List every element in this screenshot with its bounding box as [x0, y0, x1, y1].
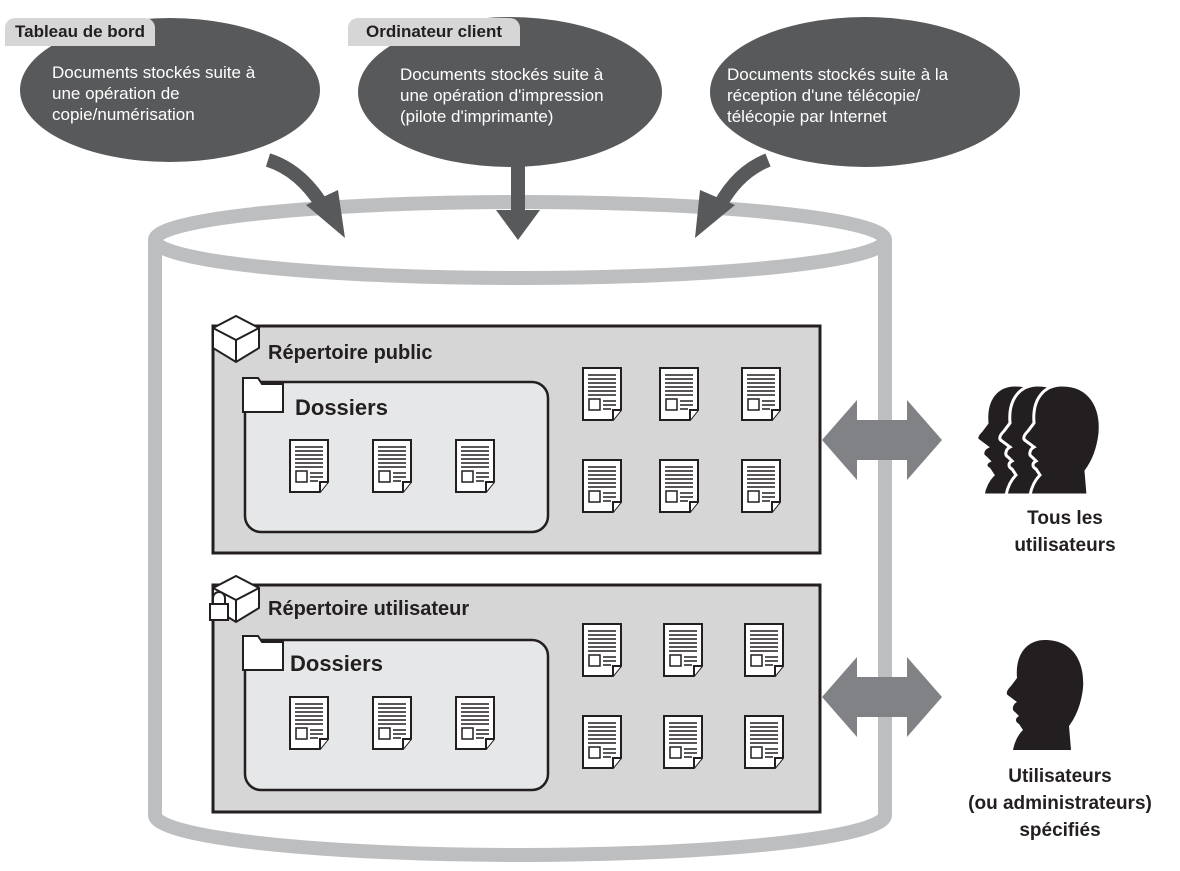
source-text-panel: Documents stockés suite à une opération … [52, 63, 256, 124]
document-icon [289, 439, 329, 493]
document-icon [741, 459, 781, 513]
user-box-lock-icon [209, 574, 260, 624]
specified-users-label: Utilisateurs (ou administrateurs) spécif… [968, 766, 1152, 841]
flow-arrow-panel [265, 153, 345, 238]
source-tag-control-panel: Tableau de bord [5, 18, 156, 46]
user-folders-title: Dossiers [290, 651, 383, 676]
document-icon [663, 715, 703, 769]
document-icon [455, 696, 495, 750]
document-icon [372, 696, 412, 750]
source-bubble-client [358, 17, 662, 167]
document-icon [744, 623, 784, 677]
document-icon [582, 367, 622, 421]
public-folders-title: Dossiers [295, 395, 388, 420]
public-folder-icon [242, 377, 284, 413]
user-folder-icon [242, 635, 284, 671]
source-bubble-fax [710, 17, 1020, 167]
document-icon [372, 439, 412, 493]
document-icon [741, 367, 781, 421]
document-icon [744, 715, 784, 769]
document-icon [582, 715, 622, 769]
source-text-fax: Documents stockés suite à la réception d… [727, 65, 949, 126]
user-directory-title: Répertoire utilisateur [268, 598, 470, 620]
source-text-client: Documents stockés suite à une opération … [400, 65, 604, 126]
document-icon [582, 623, 622, 677]
flow-arrow-client [496, 162, 540, 240]
flow-arrow-fax [695, 153, 771, 238]
document-icon [659, 367, 699, 421]
document-icon [455, 439, 495, 493]
public-box-icon [212, 314, 260, 364]
specified-user-icon [1006, 640, 1084, 750]
source-tag-client-computer: Ordinateur client [348, 18, 521, 46]
all-users-icon [975, 383, 1102, 497]
document-icon [582, 459, 622, 513]
document-icon [289, 696, 329, 750]
source-bubble-panel [20, 18, 320, 162]
document-icon [659, 459, 699, 513]
document-icon [663, 623, 703, 677]
all-users-label: Tous les utilisateurs [1014, 508, 1116, 556]
public-directory-title: Répertoire public [268, 342, 433, 364]
